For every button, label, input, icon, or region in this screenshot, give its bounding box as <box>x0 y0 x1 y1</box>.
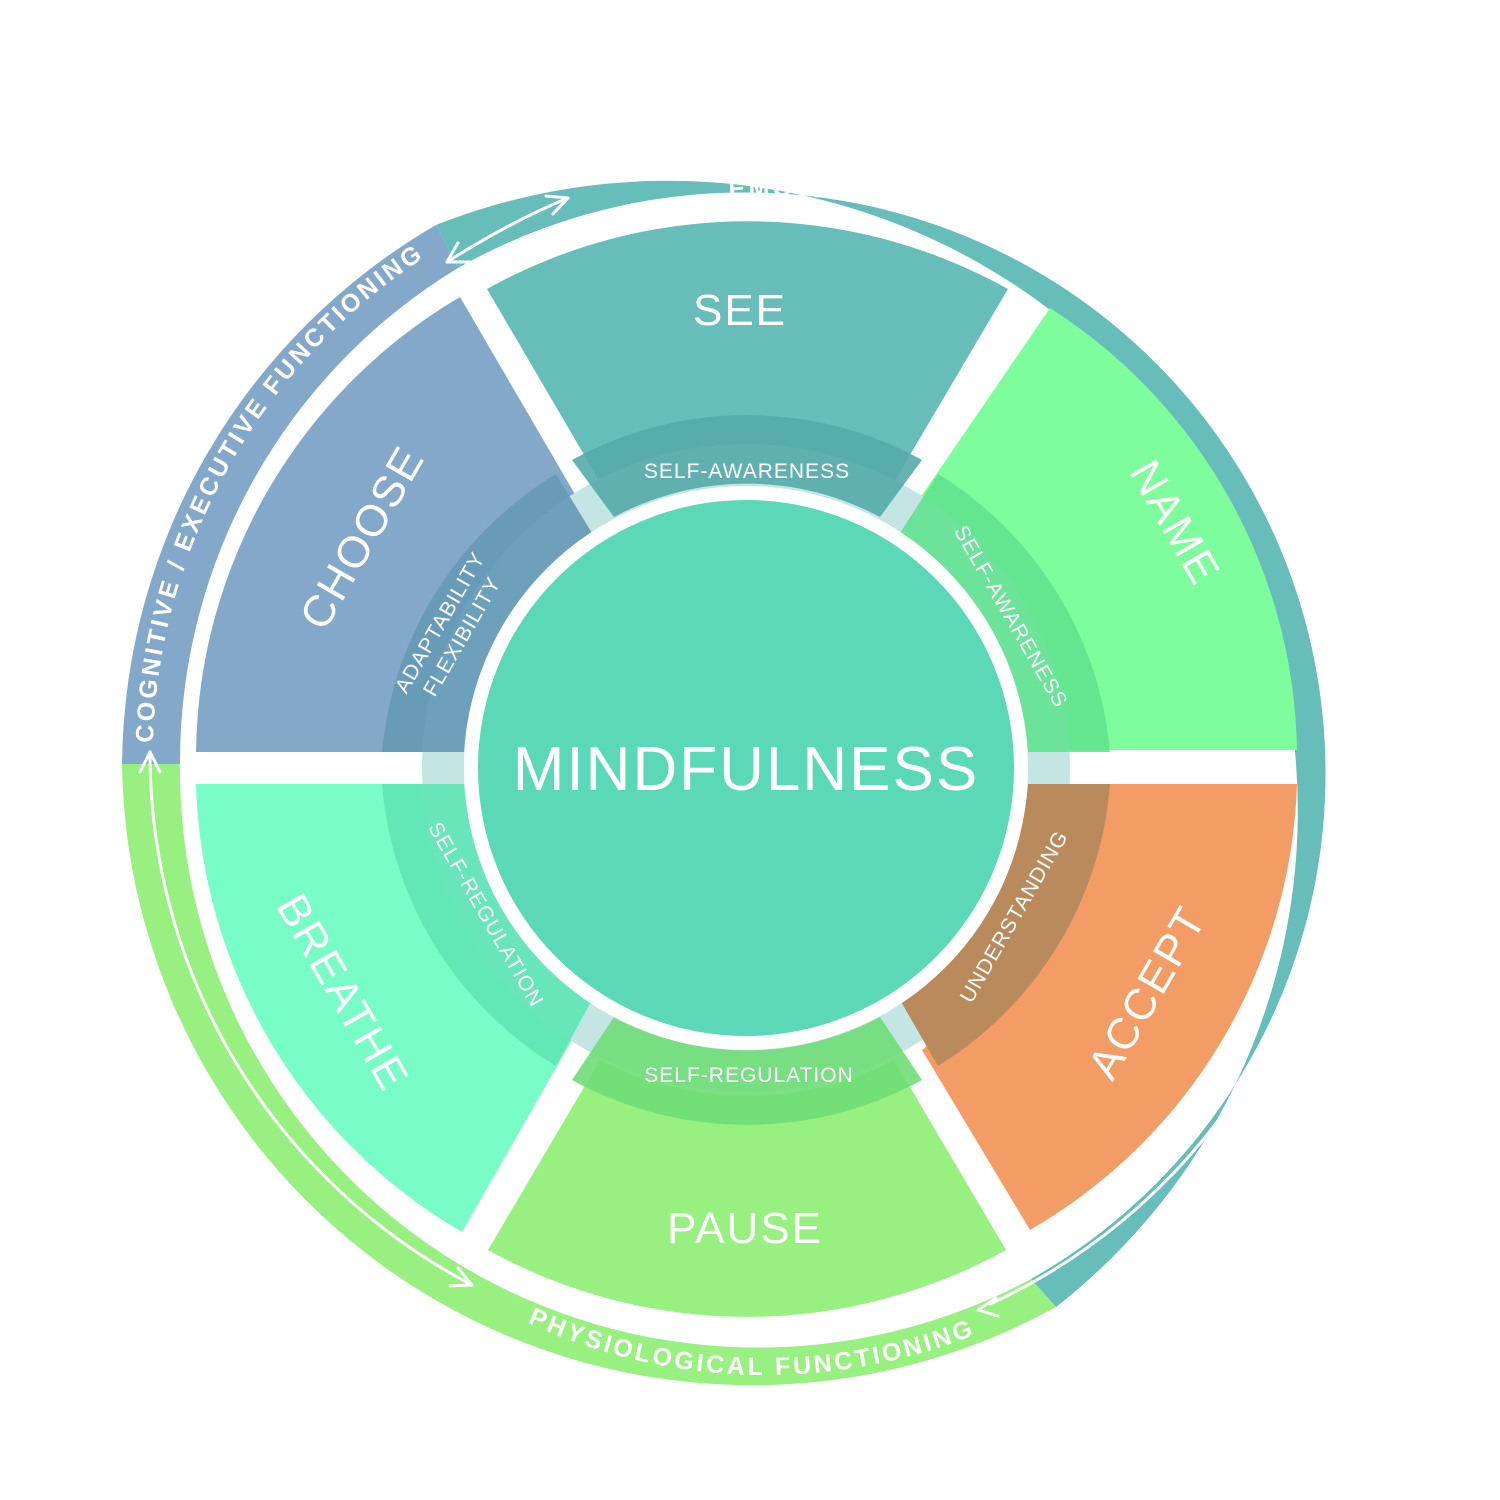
segment-breathe[interactable] <box>196 784 572 1232</box>
segment-label-see: SEE <box>693 286 787 335</box>
arrow-emotional-to-physiological <box>988 260 1342 1306</box>
arrow-emotional-cognitive-head-left <box>445 241 472 264</box>
band-see <box>572 415 922 517</box>
band-accept <box>900 784 1110 1066</box>
band-breathe <box>382 784 592 1066</box>
band-label-see: SELF-AWARENESS <box>644 460 850 483</box>
arrow-emotional-head <box>1074 260 1099 283</box>
band-pause <box>572 1017 922 1125</box>
segment-pause[interactable] <box>488 1060 1006 1317</box>
outer-ring-arrows <box>138 194 1342 1318</box>
arrow-emotional-cognitive-head-right <box>544 194 570 216</box>
band-choose <box>382 474 592 752</box>
segment-label-pause: PAUSE <box>667 1204 823 1253</box>
band-label-pause: SELF-REGULATION <box>644 1064 853 1087</box>
arrow-cognitive-to-physiological <box>148 750 474 1287</box>
segment-name[interactable] <box>905 308 1297 750</box>
arrow-cognitive-head <box>138 750 162 774</box>
outer-ring-physiological-segment <box>122 764 1056 1386</box>
segment-accept[interactable] <box>922 784 1297 1230</box>
segment-choose[interactable] <box>196 297 590 752</box>
arrow-physiological-left-head <box>448 1266 474 1288</box>
outer-ring-cognitive-segment <box>122 225 458 764</box>
segment-see[interactable] <box>487 221 1008 483</box>
segments <box>196 221 1297 1317</box>
center-circle[interactable] <box>478 500 1014 1036</box>
center-label: MINDFULNESS <box>513 735 979 804</box>
arrow-physiological-head <box>976 1296 1000 1318</box>
band-name <box>900 474 1110 752</box>
arrow-emotional-cognitive <box>445 196 570 264</box>
